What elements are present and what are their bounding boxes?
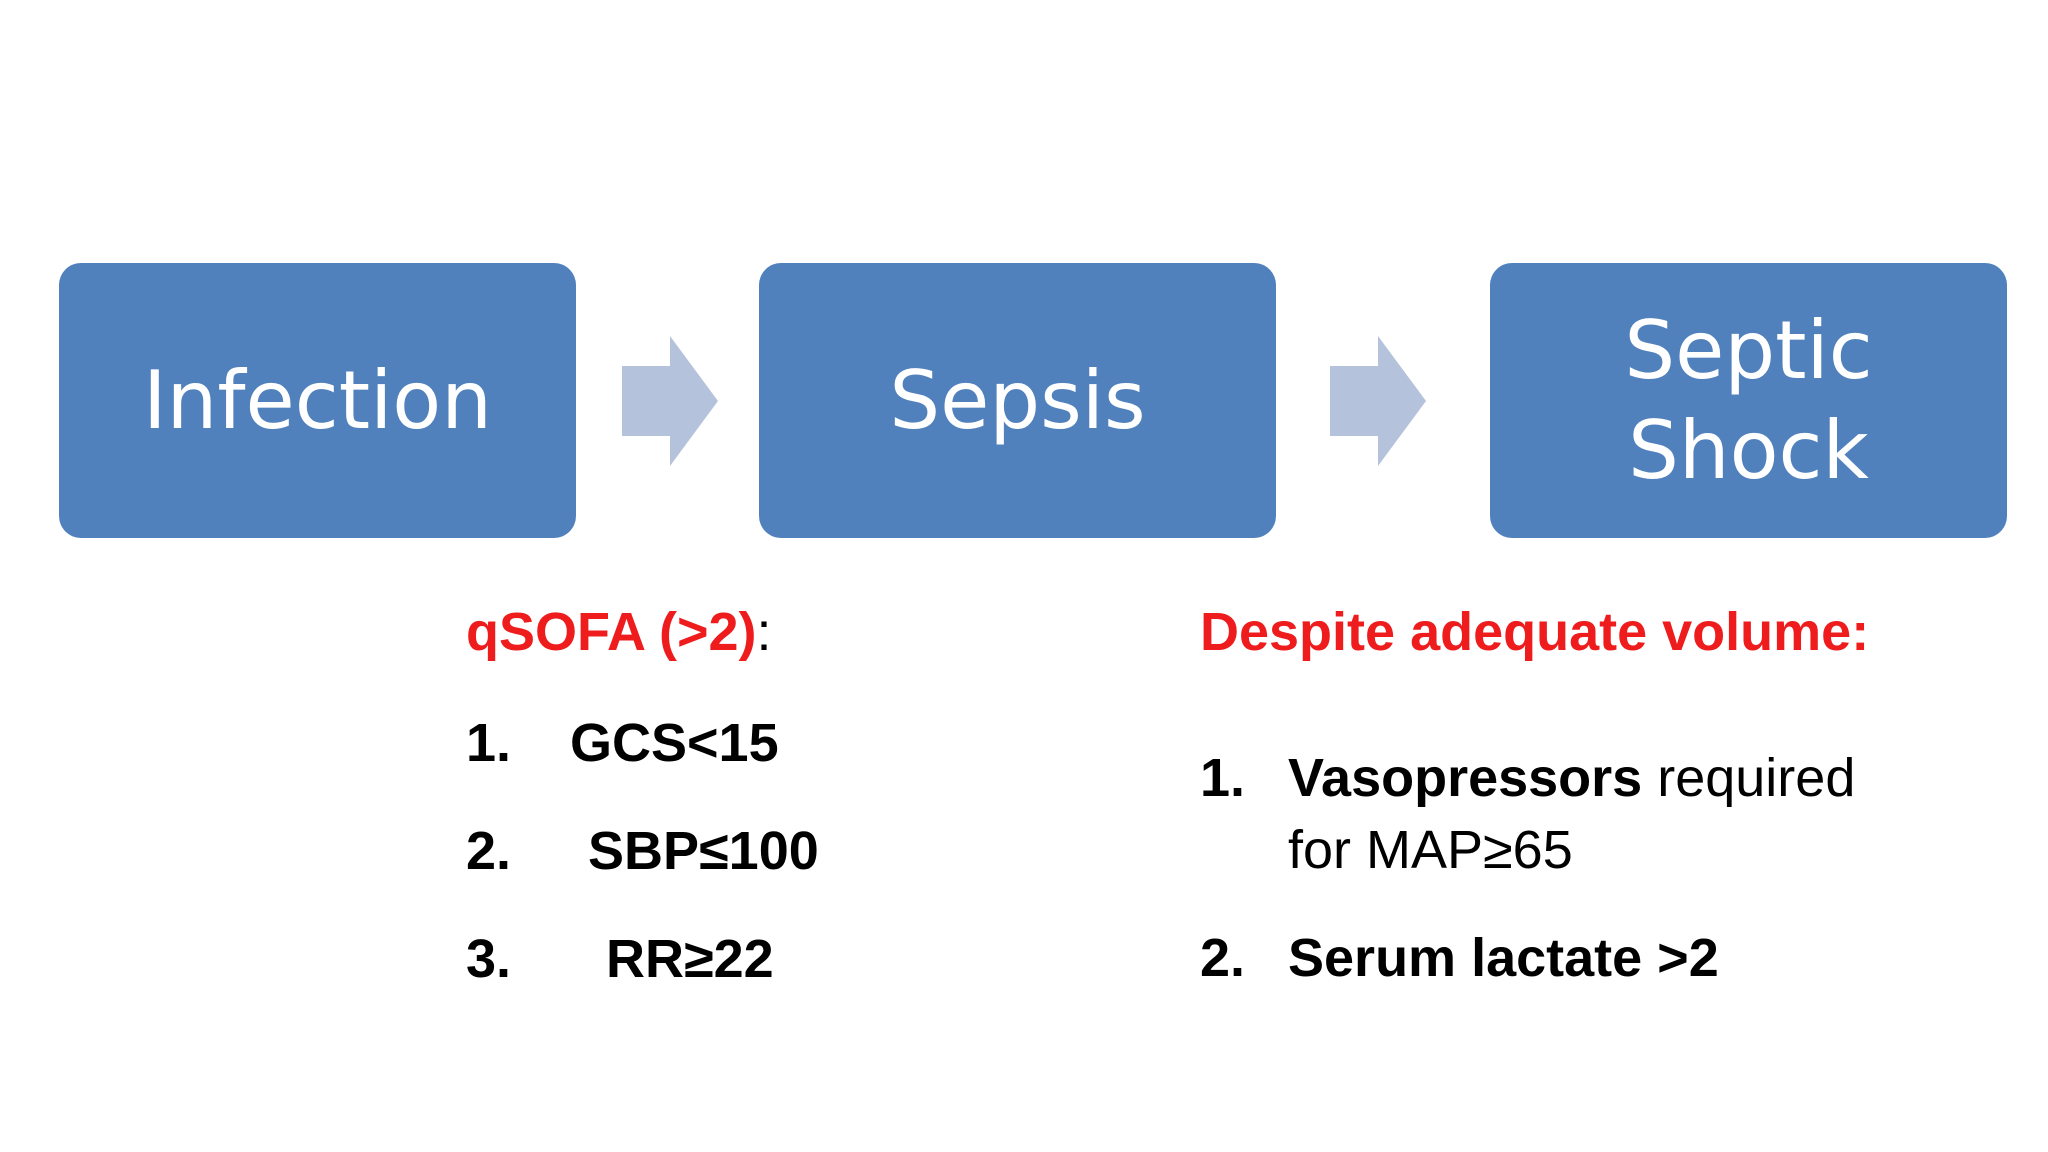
sepsis-box: Sepsis <box>759 263 1276 538</box>
right-arrow-icon <box>1330 336 1426 466</box>
qsofa-item-text: RR≥22 <box>606 929 774 989</box>
vasopressors-text: Vasopressors <box>1288 748 1643 808</box>
map-threshold-text: for MAP≥65 <box>1288 820 1573 880</box>
septic-shock-label-line2: Shock <box>1628 403 1869 497</box>
shock-criteria-text: Vasopressors required for MAP≥65 <box>1288 742 1855 886</box>
despite-volume-heading: Despite adequate volume: <box>1200 602 1870 662</box>
infection-label: Infection <box>143 353 492 447</box>
infection-box: Infection <box>59 263 576 538</box>
qsofa-item-text: SBP≤100 <box>588 821 819 881</box>
required-text: required <box>1642 748 1856 808</box>
septic-shock-box: Septic Shock <box>1490 263 2007 538</box>
list-number: 1. <box>1200 748 1246 808</box>
qsofa-heading-text: qSOFA (>2) <box>466 602 757 662</box>
qsofa-heading-colon: : <box>756 602 772 662</box>
septic-shock-label: Septic Shock <box>1624 301 1872 501</box>
sepsis-label: Sepsis <box>889 353 1146 447</box>
list-number: 3. <box>466 929 512 989</box>
list-number: 1. <box>466 713 512 773</box>
serum-lactate-text: Serum lactate >2 <box>1288 928 1719 988</box>
list-number: 2. <box>1200 928 1246 988</box>
qsofa-heading: qSOFA (>2): <box>466 600 772 664</box>
right-arrow-icon <box>622 336 718 466</box>
qsofa-item-text: GCS<15 <box>570 713 779 773</box>
list-number: 2. <box>466 821 512 881</box>
septic-shock-label-line1: Septic <box>1624 303 1873 397</box>
